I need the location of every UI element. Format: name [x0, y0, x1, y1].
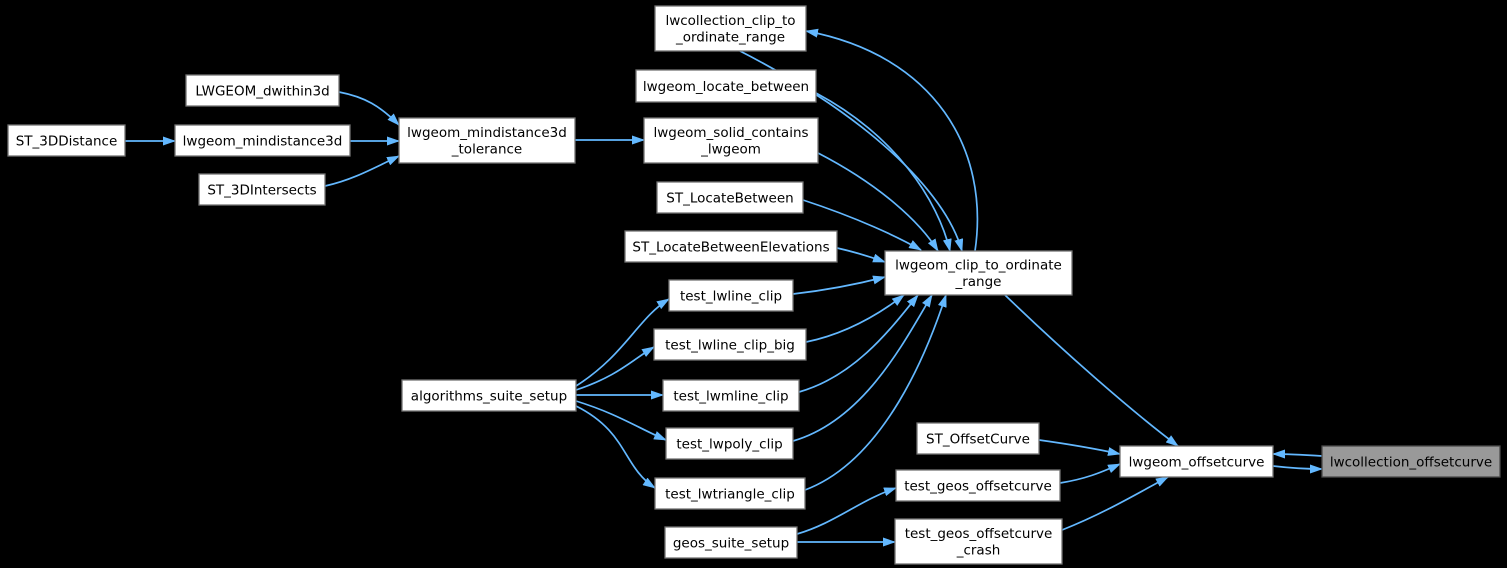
node-label: ST_OffsetCurve	[926, 431, 1030, 447]
node-lwgeom_mindistance3d_tolerance[interactable]: lwgeom_mindistance3d_tolerance	[398, 117, 576, 164]
edge-test_lwline_clip--lwgeom_clip_to_ordinate_range	[792, 275, 886, 295]
edge-ST_LocateBetweenElevations--lwgeom_clip_to_ordinate_range	[836, 247, 886, 263]
node-label: test_lwtriangle_clip	[665, 486, 795, 502]
edge-test_lwpoly_clip--lwgeom_clip_to_ordinate_range	[792, 294, 933, 442]
node-label: lwgeom_offsetcurve	[1129, 454, 1265, 470]
edge-test_geos_offsetcurve--lwgeom_offsetcurve	[1059, 463, 1121, 484]
edge-test_geos_offsetcurve_crash--lwgeom_offsetcurve	[1061, 476, 1169, 531]
node-test_lwline_clip_big[interactable]: test_lwline_clip_big	[653, 328, 807, 361]
node-lwgeom_locate_between[interactable]: lwgeom_locate_between	[635, 69, 817, 103]
node-test_geos_offsetcurve[interactable]: test_geos_offsetcurve	[895, 469, 1061, 502]
node-layer: ST_3DDistance LWGEOM_dwithin3d lwgeom_mind…	[7, 5, 1501, 565]
edge-ST_OffsetCurve--lwgeom_offsetcurve	[1038, 439, 1121, 456]
node-label: test_lwpoly_clip	[676, 436, 782, 452]
node-label: test_geos_offsetcurve	[904, 478, 1052, 494]
node-ST_3DDistance[interactable]: ST_3DDistance	[7, 124, 126, 157]
node-label: ST_LocateBetweenElevations	[632, 239, 829, 255]
node-lwgeom_clip_to_ordinate_range[interactable]: lwgeom_clip_to_ordinate_range	[884, 250, 1073, 296]
node-label: LWGEOM_dwithin3d	[195, 83, 329, 99]
node-label: test_geos_offsetcurve_crash	[905, 526, 1053, 559]
node-label: test_lwline_clip_big	[665, 337, 795, 353]
node-geos_suite_setup[interactable]: geos_suite_setup	[664, 526, 798, 559]
node-lwgeom_solid_contains_lwgeom[interactable]: lwgeom_solid_contains_lwgeom	[643, 117, 819, 164]
edge-algorithms_suite_setup--test_lwtriangle_clip	[575, 405, 656, 489]
node-ST_OffsetCurve[interactable]: ST_OffsetCurve	[916, 422, 1040, 455]
edge-lwgeom_clip_to_ordinate_range--lwgeom_offsetcurve	[1004, 294, 1179, 447]
node-test_lwmline_clip[interactable]: test_lwmline_clip	[662, 379, 800, 412]
node-test_lwtriangle_clip[interactable]: test_lwtriangle_clip	[654, 477, 806, 510]
node-label: geos_suite_setup	[673, 535, 789, 551]
node-label: lwgeom_solid_contains_lwgeom	[653, 125, 808, 158]
edge-ST_LocateBetween--lwgeom_clip_to_ordinate_range	[802, 199, 922, 251]
node-test_lwline_clip[interactable]: test_lwline_clip	[668, 279, 794, 312]
node-label: ST_LocateBetween	[666, 190, 793, 206]
edge-ST_3DIntersects--lwgeom_mindistance3d_tolerance	[324, 155, 400, 187]
edge-LWGEOM_dwithin3d--lwgeom_mindistance3d_tolerance	[338, 91, 400, 126]
edge-test_lwline_clip_big--lwgeom_clip_to_ordinate_range	[805, 294, 905, 343]
edge-lwgeom_locate_between--lwgeom_clip_to_ordinate_range	[815, 92, 952, 252]
edge-lwcollection_offsetcurve--lwgeom_offsetcurve	[1272, 449, 1323, 459]
edge-test_lwmline_clip--lwgeom_clip_to_ordinate_range	[798, 294, 919, 393]
edge-layer	[125, 28, 1323, 547]
node-lwcollection_offsetcurve[interactable]: lwcollection_offsetcurve	[1321, 445, 1501, 478]
node-label: test_lwline_clip	[680, 288, 782, 304]
edge-geos_suite_setup--test_geos_offsetcurve	[796, 487, 897, 535]
node-LWGEOM_dwithin3d[interactable]: LWGEOM_dwithin3d	[185, 74, 340, 107]
node-lwcollection_clip_to_ordinate_range[interactable]: lwcollection_clip_to_ordinate_range	[654, 5, 807, 52]
node-label: algorithms_suite_setup	[411, 388, 567, 404]
node-ST_LocateBetweenElevations[interactable]: ST_LocateBetweenElevations	[624, 230, 838, 263]
node-label: lwgeom_mindistance3d	[183, 133, 343, 149]
node-label: lwgeom_clip_to_ordinate_range	[895, 258, 1062, 291]
node-ST_3DIntersects[interactable]: ST_3DIntersects	[198, 173, 326, 206]
edge-algorithms_suite_setup--test_lwline_clip	[575, 298, 670, 387]
node-label: lwcollection_clip_to_ordinate_range	[665, 13, 795, 45]
node-ST_LocateBetween[interactable]: ST_LocateBetween	[656, 181, 804, 214]
edge-lwgeom_offsetcurve--lwcollection_offsetcurve	[1272, 464, 1323, 474]
edge-test_lwtriangle_clip--lwgeom_clip_to_ordinate_range	[804, 294, 947, 491]
node-label: ST_3DIntersects	[207, 182, 316, 198]
edge-lwgeom_clip_to_ordinate_range--lwcollection_clip_to_ordinate_range	[805, 28, 979, 252]
edge-lwgeom_solid_contains_lwgeom--lwgeom_clip_to_ordinate_range	[817, 152, 939, 252]
node-label: lwgeom_mindistance3d_tolerance	[407, 125, 567, 158]
edge-algorithms_suite_setup--test_lwline_clip_big	[575, 346, 655, 391]
node-test_lwpoly_clip[interactable]: test_lwpoly_clip	[665, 427, 794, 460]
node-lwgeom_mindistance3d[interactable]: lwgeom_mindistance3d	[174, 124, 351, 157]
node-algorithms_suite_setup[interactable]: algorithms_suite_setup	[401, 379, 577, 412]
node-label: lwgeom_locate_between	[643, 79, 809, 95]
edge-algorithms_suite_setup--test_lwpoly_clip	[575, 400, 667, 441]
node-label: ST_3DDistance	[16, 133, 118, 149]
node-test_geos_offsetcurve_crash[interactable]: test_geos_offsetcurve_crash	[894, 518, 1063, 565]
node-lwgeom_offsetcurve[interactable]: lwgeom_offsetcurve	[1119, 445, 1274, 478]
node-label: test_lwmline_clip	[673, 388, 788, 404]
node-label: lwcollection_offsetcurve	[1330, 454, 1492, 470]
